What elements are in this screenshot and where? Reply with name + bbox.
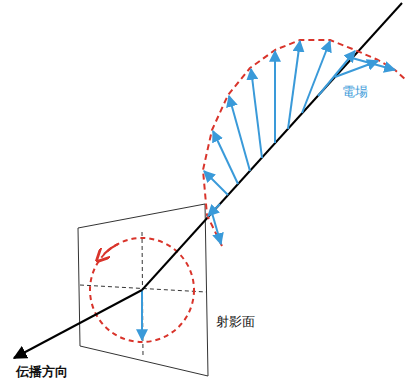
propagation-axis — [142, 3, 402, 290]
field-helix — [203, 40, 406, 246]
direction-label: 伝播方向 — [16, 364, 68, 380]
field-label: 電場 — [342, 84, 368, 100]
plane-label: 射影面 — [216, 314, 255, 330]
field-vectors — [204, 41, 395, 244]
